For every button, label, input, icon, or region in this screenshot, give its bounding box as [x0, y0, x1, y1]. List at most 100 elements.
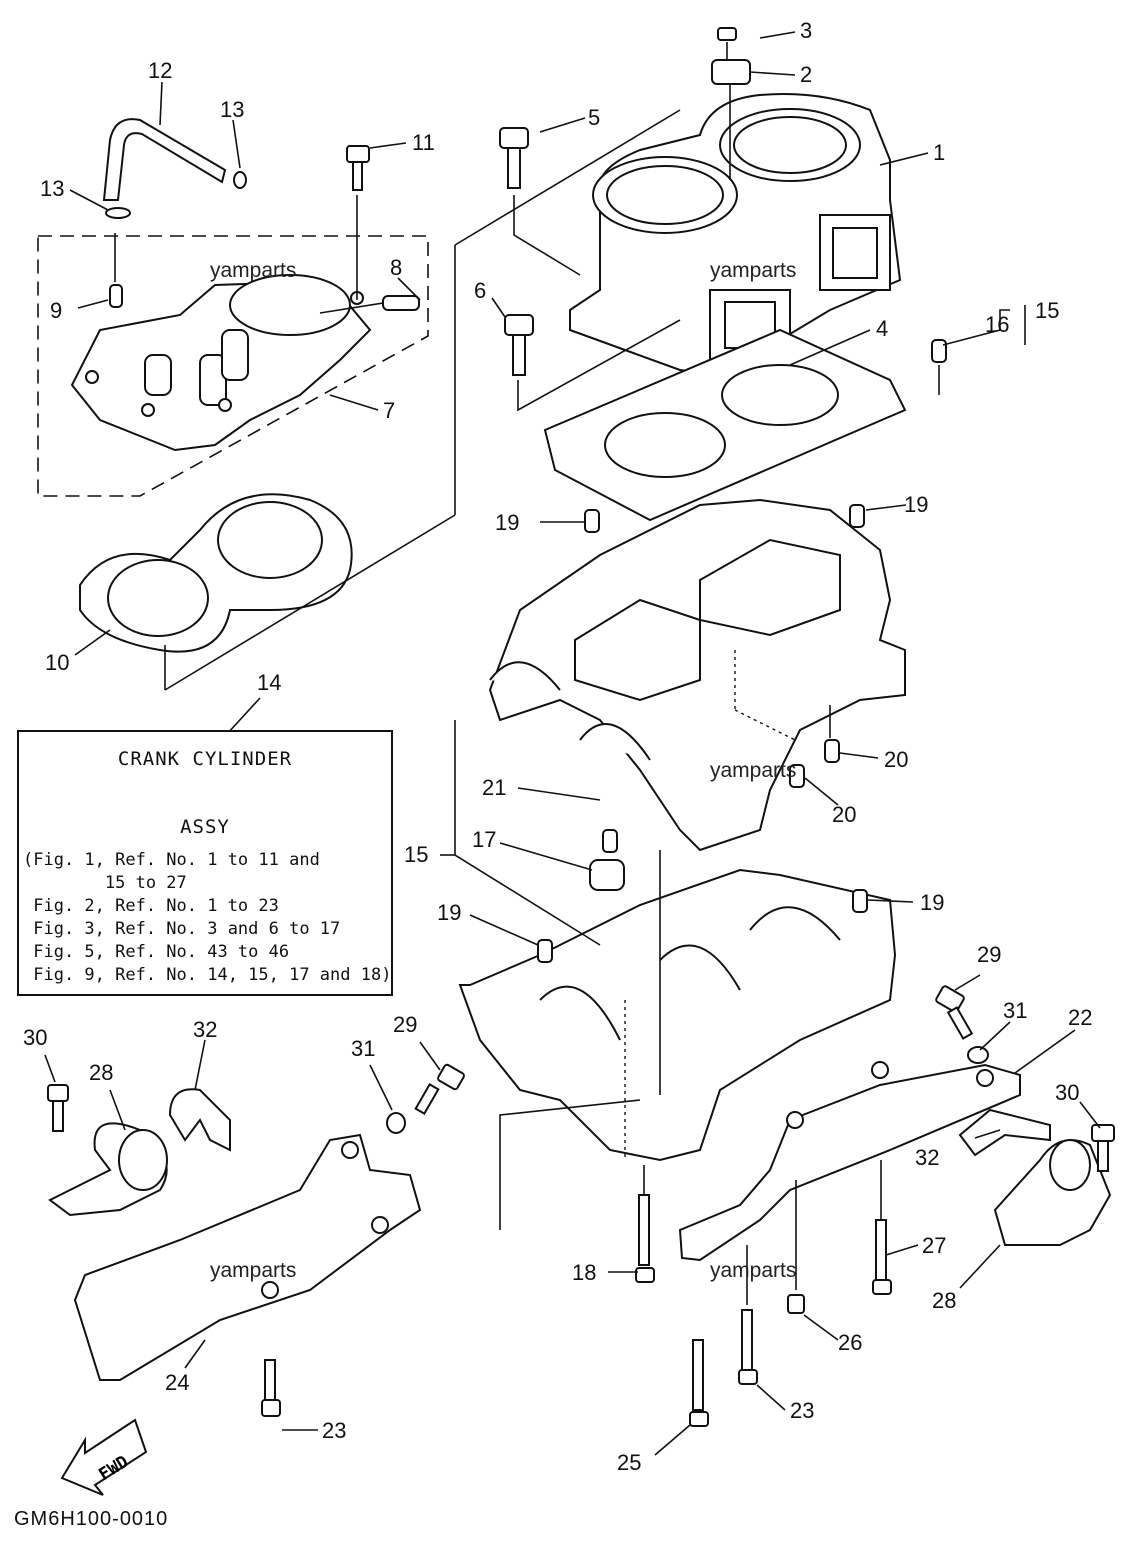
bolt-part	[738, 1245, 758, 1385]
callout-23b: 23	[790, 1398, 814, 1423]
lower-crankcase-part	[458, 868, 897, 1162]
watermark-text: yamparts	[710, 759, 796, 782]
callout-23a: 23	[322, 1418, 346, 1443]
callout-30a: 30	[23, 1025, 47, 1050]
callout-31b: 31	[1003, 998, 1027, 1023]
bolt-part	[346, 145, 370, 300]
bolt-part	[261, 1359, 281, 1417]
collar-part	[589, 859, 625, 891]
callout-31a: 31	[351, 1036, 375, 1061]
dowel-part	[602, 829, 618, 853]
watermark-text: yamparts	[210, 1259, 296, 1282]
watermark-text: yamparts	[210, 259, 296, 282]
info-box-line: 15 to 27	[23, 873, 187, 893]
info-box-line: Fig. 9, Ref. No. 14, 15, 17 and 18)	[23, 965, 392, 985]
hose-part	[102, 118, 227, 201]
callout-29b: 29	[977, 942, 1001, 967]
bolt-part	[47, 1084, 69, 1132]
callout-27: 27	[922, 1233, 946, 1258]
bolt-part	[635, 1165, 655, 1283]
cylinder-block-part	[569, 93, 902, 377]
info-box-line: Fig. 5, Ref. No. 43 to 46	[23, 942, 290, 962]
dowel-part	[852, 889, 868, 913]
callout-19d: 19	[920, 890, 944, 915]
heat-shield-part	[958, 1108, 1051, 1157]
head-gasket-part	[79, 493, 353, 653]
callout-18: 18	[572, 1260, 596, 1285]
info-box-line: Fig. 3, Ref. No. 3 and 6 to 17	[23, 919, 341, 939]
info-box-subtitle: ASSY	[180, 816, 230, 838]
bracket-part	[711, 59, 751, 85]
callout-19a: 19	[495, 510, 519, 535]
bolt-part	[935, 985, 974, 1040]
bolt-part	[1091, 1124, 1115, 1172]
rubber-mount-part	[993, 1139, 1112, 1246]
info-box-title: CRANK CYLINDER	[117, 748, 293, 770]
callout-7: 7	[383, 398, 395, 423]
washer-part	[967, 1046, 989, 1064]
callout-19c: 19	[437, 900, 461, 925]
callout-14: 14	[257, 670, 281, 695]
fwd-direction-arrow: FWD	[60, 1418, 148, 1496]
watermark-text: yamparts	[710, 1259, 796, 1282]
callout-15a: 15	[1035, 298, 1059, 323]
bolt-part	[689, 1339, 709, 1427]
bolt-part	[504, 314, 681, 412]
engine-mount-bracket-part	[73, 1133, 422, 1381]
callout-4: 4	[876, 316, 888, 341]
callout-28a: 28	[89, 1060, 113, 1085]
callout-11: 11	[412, 130, 435, 155]
callout-20b: 20	[832, 802, 856, 827]
assembly-info-box: CRANK CYLINDER ASSY (Fig. 1, Ref. No. 1 …	[17, 730, 393, 996]
upper-crankcase-part	[488, 498, 906, 852]
leader-lines	[44, 31, 1101, 1456]
figure-code: GM6H100-0010	[14, 1508, 169, 1530]
bolt-part	[787, 1180, 805, 1314]
bolt-part	[499, 127, 581, 276]
callout-30b: 30	[1055, 1080, 1079, 1105]
callout-20a: 20	[884, 747, 908, 772]
callout-6: 6	[474, 278, 486, 303]
callout-21: 21	[482, 775, 506, 800]
dowel-part	[789, 764, 805, 788]
callout-3: 3	[800, 18, 812, 43]
callout-19b: 19	[904, 492, 928, 517]
dowel-part	[109, 284, 123, 308]
callout-5: 5	[588, 105, 600, 130]
cylinder-head-cover-part	[37, 235, 429, 497]
dowel-part	[584, 509, 600, 533]
dowel-part	[931, 339, 947, 363]
callout-9: 9	[50, 298, 62, 323]
callout-16: 16	[985, 312, 1009, 337]
engine-mount-bracket-part	[678, 1061, 1021, 1262]
callout-28b: 28	[932, 1288, 956, 1313]
callout-32a: 32	[193, 1017, 217, 1042]
callout-29a: 29	[393, 1012, 417, 1037]
dowel-part	[537, 939, 553, 963]
callout-1: 1	[933, 140, 945, 165]
bolt-part	[414, 1063, 465, 1115]
callout-24: 24	[165, 1370, 189, 1395]
fitting-part	[382, 295, 420, 311]
callout-15b: 15	[404, 842, 428, 867]
clamp-part	[105, 207, 131, 219]
callout-12: 12	[148, 58, 172, 83]
dowel-part	[824, 739, 840, 763]
callout-25: 25	[617, 1450, 641, 1475]
callout-13b: 13	[220, 97, 244, 122]
callout-2: 2	[800, 62, 812, 87]
callout-22: 22	[1068, 1005, 1092, 1030]
clamp-part	[233, 171, 247, 189]
info-box-line: (Fig. 1, Ref. No. 1 to 11 and	[23, 850, 320, 870]
callout-numbers: 1 2 3 4 5 6 7 8 9 10 11 12 13 13 14 15 1…	[23, 18, 1092, 1475]
dowel-part	[849, 504, 865, 528]
callout-13a: 13	[40, 176, 64, 201]
watermarks: yamparts yamparts yamparts yamparts yamp…	[210, 259, 796, 1282]
callout-10: 10	[45, 650, 69, 675]
watermark-text: yamparts	[710, 259, 796, 282]
info-box-line: Fig. 2, Ref. No. 1 to 23	[23, 896, 279, 916]
callout-8: 8	[390, 255, 402, 280]
bolt-part	[872, 1160, 892, 1295]
rubber-mount-part	[48, 1122, 168, 1217]
